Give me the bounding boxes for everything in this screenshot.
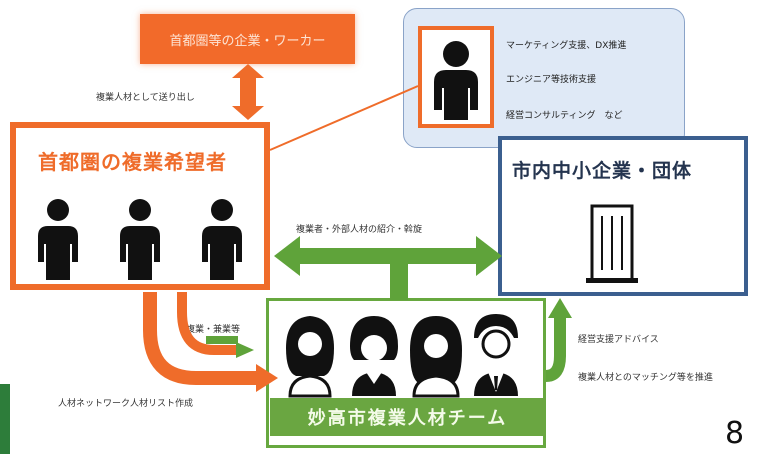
send-out-arrow	[232, 64, 264, 120]
advice-arrow	[545, 298, 572, 382]
person-icon	[350, 316, 398, 396]
callout-line-2: エンジニア等技術支援	[506, 75, 597, 85]
person-icon	[202, 199, 242, 280]
callout-line-3: 経営コンサルティング など	[506, 111, 623, 121]
worker-portrait-frame	[418, 26, 494, 128]
recruit-arrow	[143, 292, 256, 385]
building-icon	[586, 204, 638, 283]
introduction-arrow	[274, 236, 502, 300]
person-icon	[434, 41, 478, 120]
applicant-icons	[38, 199, 242, 280]
team-member-icons	[286, 314, 518, 398]
introduction-label: 複業者・外部人材の紹介・斡旋	[296, 225, 423, 235]
matching-label: 複業人材とのマッチング等を推進	[578, 373, 713, 383]
tokyo-companies-box: 首都圏等の企業・ワーカー	[140, 14, 355, 64]
page-number: 8	[725, 416, 745, 451]
person-icon	[410, 316, 462, 398]
recruit-label: 複業・兼業等	[186, 325, 241, 335]
send-out-label: 複業人材として送り出し	[96, 93, 195, 103]
network-label: 人材ネットワーク人材リスト作成	[58, 399, 194, 409]
person-icon	[120, 199, 160, 280]
recruit-arrow-head-green	[236, 342, 254, 358]
myoko-team-label-text: 妙高市複業人材チーム	[307, 408, 508, 429]
advice-label: 経営支援アドバイス	[578, 335, 659, 345]
callout-line-1: マーケティング支援、DX推進	[506, 41, 627, 51]
local-companies-title: 市内中小企業・団体	[512, 160, 693, 182]
person-icon	[286, 316, 334, 398]
callout-connector	[269, 85, 419, 151]
person-icon	[38, 199, 78, 280]
metro-applicants-title: 首都圏の複業希望者	[38, 150, 227, 174]
side-strip	[0, 384, 10, 454]
person-icon	[474, 314, 518, 396]
myoko-team-label: 妙高市複業人材チーム	[270, 398, 545, 436]
tokyo-companies-label: 首都圏等の企業・ワーカー	[169, 33, 326, 49]
recruit-arrow-head	[256, 364, 278, 392]
